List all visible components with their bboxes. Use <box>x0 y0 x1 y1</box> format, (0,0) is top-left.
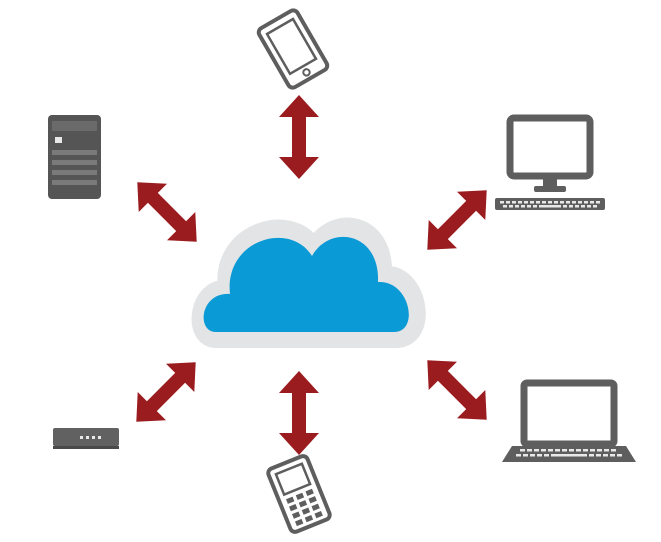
desktop-computer-icon <box>495 114 605 210</box>
tablet-icon <box>256 8 330 90</box>
server-tower-icon <box>48 115 101 199</box>
arrow-cloud-desktop <box>413 176 501 264</box>
router-modem-icon <box>53 428 119 449</box>
arrow-cloud-router <box>122 348 210 436</box>
arrow-cloud-phone <box>279 371 319 455</box>
laptop-icon <box>502 379 636 462</box>
arrow-cloud-server <box>123 168 211 256</box>
mobile-phone-icon <box>266 454 332 534</box>
cloud-icon <box>191 217 426 348</box>
arrow-cloud-laptop <box>413 346 501 434</box>
arrow-cloud-tablet <box>279 95 319 179</box>
